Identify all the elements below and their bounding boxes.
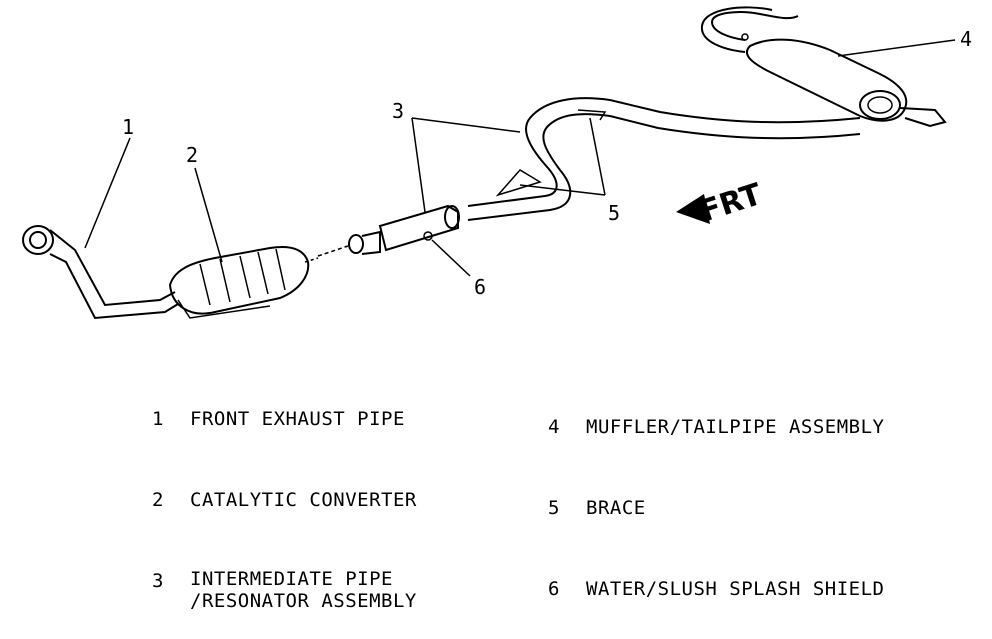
legend-item: 5 BRACE	[548, 495, 884, 522]
direction-label: FRT	[696, 177, 767, 230]
legend-left-column: 1 FRONT EXHAUST PIPE 2 CATALYTIC CONVERT…	[152, 352, 417, 639]
legend-text: FRONT EXHAUST PIPE	[190, 408, 405, 430]
arrow-left-icon	[676, 194, 710, 224]
callout-1: 1	[122, 115, 134, 139]
callout-5: 5	[608, 201, 620, 225]
legend-number: 2	[152, 489, 164, 511]
catalytic-converter	[168, 246, 319, 319]
intermediate-pipe-resonator	[467, 97, 861, 221]
legend-number: 1	[152, 408, 164, 430]
front-direction-indicator: FRT	[676, 177, 767, 230]
callout-4: 4	[960, 27, 972, 51]
legend-item: 6 WATER/SLUSH SPLASH SHIELD	[548, 576, 884, 603]
legend-number: 4	[548, 416, 560, 438]
legend-text: CATALYTIC CONVERTER	[190, 489, 417, 511]
front-exhaust-pipe	[22, 225, 179, 320]
legend-item: 2 CATALYTIC CONVERTER	[152, 487, 417, 514]
legend-text: BRACE	[586, 497, 646, 519]
legend-item: 4 MUFFLER/TAILPIPE ASSEMBLY	[548, 414, 884, 441]
leader-lines	[84, 39, 956, 277]
legend-text: MUFFLER/TAILPIPE ASSEMBLY	[586, 416, 885, 438]
legend-right-column: 4 MUFFLER/TAILPIPE ASSEMBLY 5 BRACE 6 WA…	[548, 360, 884, 630]
callout-6: 6	[474, 275, 486, 299]
legend-number: 5	[548, 497, 560, 519]
exhaust-system-diagram: 1 2 3 4 5 6 FRT	[22, 6, 972, 320]
legend-number: 3	[152, 570, 164, 592]
legend-text: INTERMEDIATE PIPE /RESONATOR ASSEMBLY	[190, 568, 417, 612]
legend-text: WATER/SLUSH SPLASH SHIELD	[586, 578, 885, 600]
callout-2: 2	[186, 143, 198, 167]
intermediate-pipe-front	[317, 204, 460, 257]
muffler-tailpipe-assembly	[700, 6, 947, 128]
legend-number: 6	[548, 578, 560, 600]
legend-item: 3 INTERMEDIATE PIPE /RESONATOR ASSEMBLY	[152, 568, 417, 612]
callout-3: 3	[392, 99, 404, 123]
legend-item: 1 FRONT EXHAUST PIPE	[152, 406, 417, 433]
